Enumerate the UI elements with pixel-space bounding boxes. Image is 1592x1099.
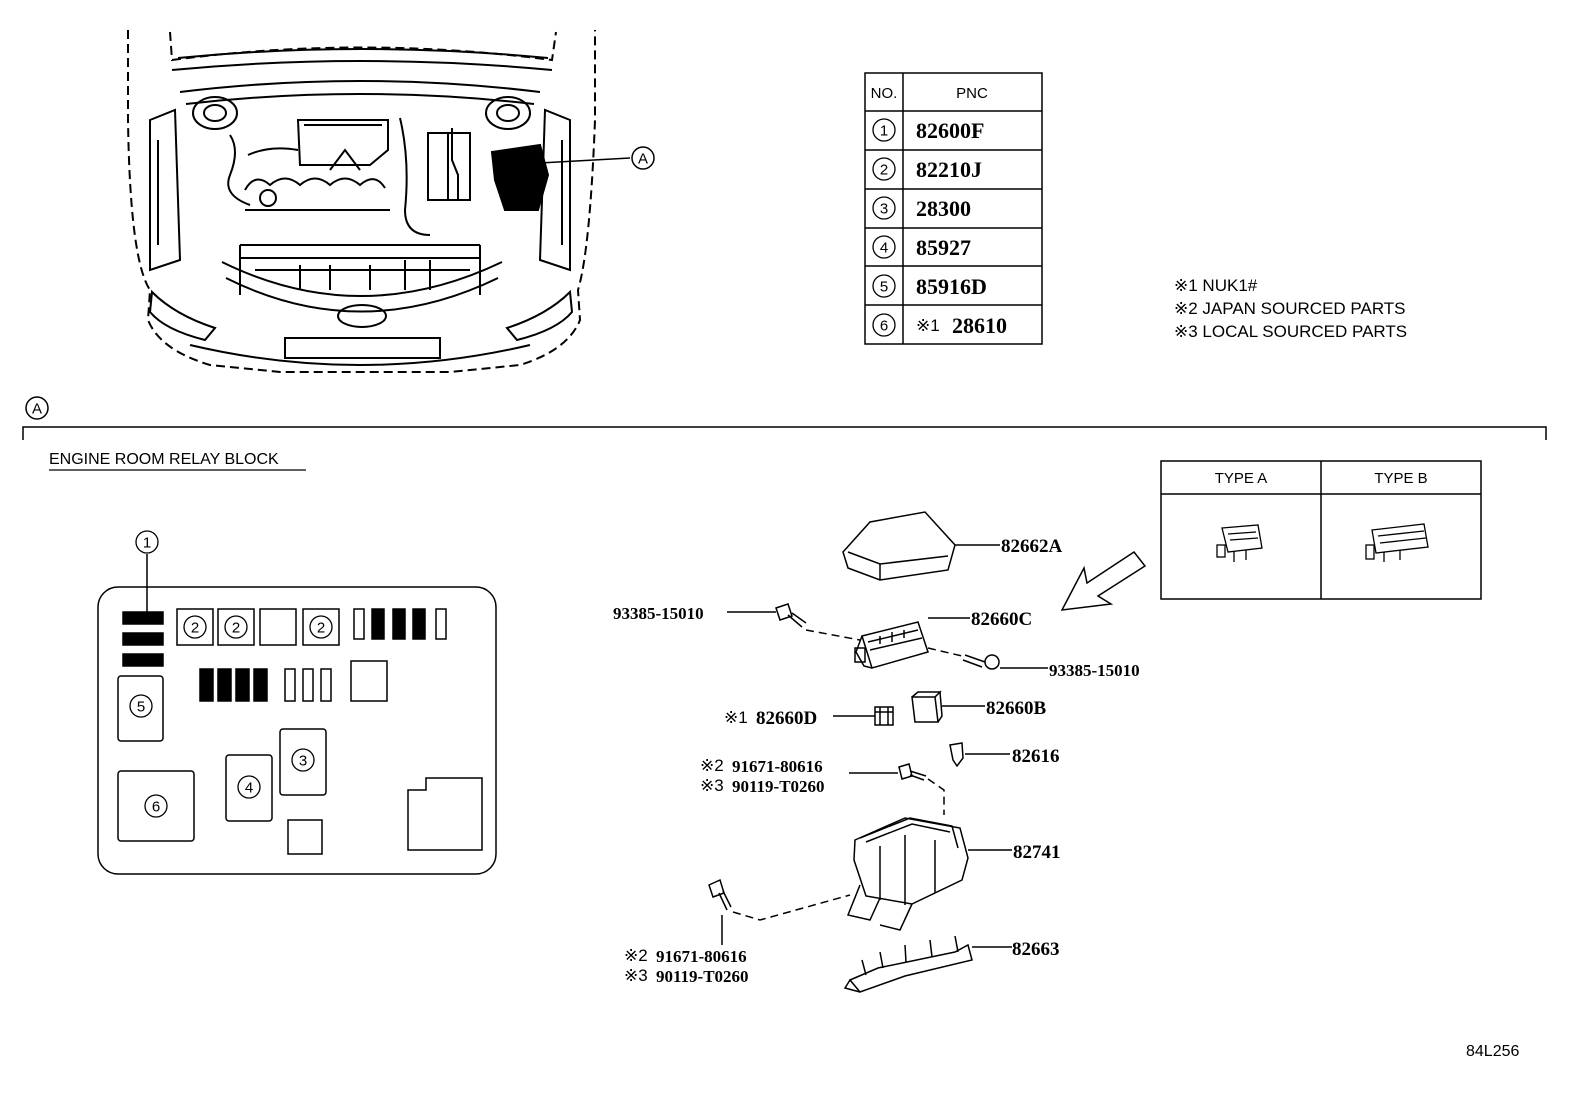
block-82741 (846, 817, 1012, 931)
car-engine-bay-illustration (127, 30, 631, 373)
label-82662a: 82662A (1001, 536, 1063, 557)
pnc-row-5: 5 85916D (872, 274, 987, 299)
marker-6: 6 (152, 799, 160, 816)
bolt-93385-right (927, 647, 1048, 670)
relay-block-markers: 1 2 2 2 5 3 4 6 (129, 530, 333, 818)
type-a-label: TYPE A (1215, 470, 1268, 487)
pnc-row-value: 28300 (916, 196, 971, 221)
mark-82660d: ※1 (724, 708, 748, 727)
marker-2b: 2 (232, 620, 240, 637)
exploded-parts (708, 511, 1048, 993)
bolt-upper-91671 (849, 763, 945, 815)
notes-legend: ※1 NUK1# ※2 JAPAN SOURCED PARTS ※3 LOCAL… (1174, 276, 1407, 341)
relay-block-layout (97, 554, 497, 875)
marker-1: 1 (143, 535, 151, 552)
note-3: ※3 LOCAL SOURCED PARTS (1174, 322, 1407, 341)
pnc-header-pnc: PNC (956, 85, 988, 102)
label-bolt-right: 93385-15010 (1049, 661, 1140, 680)
mark-lower-bolt-j: ※2 (624, 946, 648, 965)
marker-5: 5 (137, 699, 145, 716)
label-lower-bolt-l: 90119-T0260 (656, 967, 749, 986)
pnc-row-3: 3 28300 (872, 196, 971, 221)
pnc-row-4: 4 85927 (872, 235, 971, 260)
bracket-82663 (843, 935, 1012, 993)
direction-arrow (1060, 550, 1147, 611)
mark-lower-bolt-l: ※3 (624, 966, 648, 985)
pnc-row-2: 2 82210J (872, 157, 982, 182)
relay-82660c (854, 617, 970, 669)
pnc-row-value: 85927 (916, 235, 971, 260)
marker-4: 4 (245, 780, 253, 797)
label-upper-bolt-j: 91671-80616 (732, 757, 823, 776)
label-82663: 82663 (1012, 939, 1060, 960)
label-82660c: 82660C (971, 609, 1032, 630)
part-labels: 82662A 82660C 93385-15010 93385-15010 ※1… (613, 536, 1140, 986)
pnc-row-number: 1 (880, 123, 888, 140)
label-upper-bolt-l: 90119-T0260 (732, 777, 825, 796)
relay-82660d (833, 706, 894, 726)
pnc-header-no: NO. (871, 85, 898, 102)
section-title: ENGINE ROOM RELAY BLOCK (49, 451, 279, 468)
section-a-header: A ENGINE ROOM RELAY BLOCK (22, 396, 1547, 471)
type-b-label: TYPE B (1374, 470, 1427, 487)
pnc-row-number: 2 (880, 162, 888, 179)
label-82660b: 82660B (986, 698, 1047, 719)
label-lower-bolt-j: 91671-80616 (656, 947, 747, 966)
fuse-82616 (949, 742, 1010, 768)
pnc-row-value: 82600F (916, 118, 984, 143)
pnc-row-mark: ※1 (916, 316, 940, 335)
marker-2a: 2 (191, 620, 199, 637)
pnc-row-value: 28610 (952, 313, 1007, 338)
pnc-row-number: 6 (880, 318, 888, 335)
bolt-lower-91671 (708, 878, 851, 945)
label-82660d: 82660D (756, 708, 817, 729)
pnc-row-number: 3 (880, 201, 888, 218)
callout-a-letter: A (638, 151, 648, 168)
note-1: ※1 NUK1# (1174, 276, 1258, 295)
relay-82660b (911, 690, 985, 723)
cover-82662a (842, 511, 1000, 581)
type-table: TYPE A TYPE B (1160, 460, 1482, 600)
pnc-row-value: 82210J (916, 157, 982, 182)
note-2: ※2 JAPAN SOURCED PARTS (1174, 299, 1406, 318)
pnc-row-6: 6 ※1 28610 (872, 313, 1007, 338)
pnc-row-value: 85916D (916, 274, 987, 299)
pnc-row-1: 1 82600F (872, 118, 984, 143)
figure-code: 84L256 (1466, 1043, 1519, 1060)
type-b-connector-icon (1365, 523, 1429, 562)
pnc-table: NO. PNC 1 82600F 2 82210J 3 28300 4 8592… (864, 72, 1043, 345)
marker-3: 3 (299, 753, 307, 770)
type-a-connector-icon (1216, 524, 1263, 562)
callout-a-marker: A (631, 146, 655, 170)
pnc-row-number: 4 (880, 240, 888, 257)
marker-2c: 2 (317, 620, 325, 637)
mark-upper-bolt-j: ※2 (700, 756, 724, 775)
mark-upper-bolt-l: ※3 (700, 776, 724, 795)
label-82741: 82741 (1013, 842, 1061, 863)
bolt-93385-left (727, 603, 861, 641)
label-bolt-left: 93385-15010 (613, 604, 704, 623)
section-a-letter: A (32, 401, 42, 418)
label-82616: 82616 (1012, 746, 1060, 767)
pnc-row-number: 5 (880, 279, 888, 296)
